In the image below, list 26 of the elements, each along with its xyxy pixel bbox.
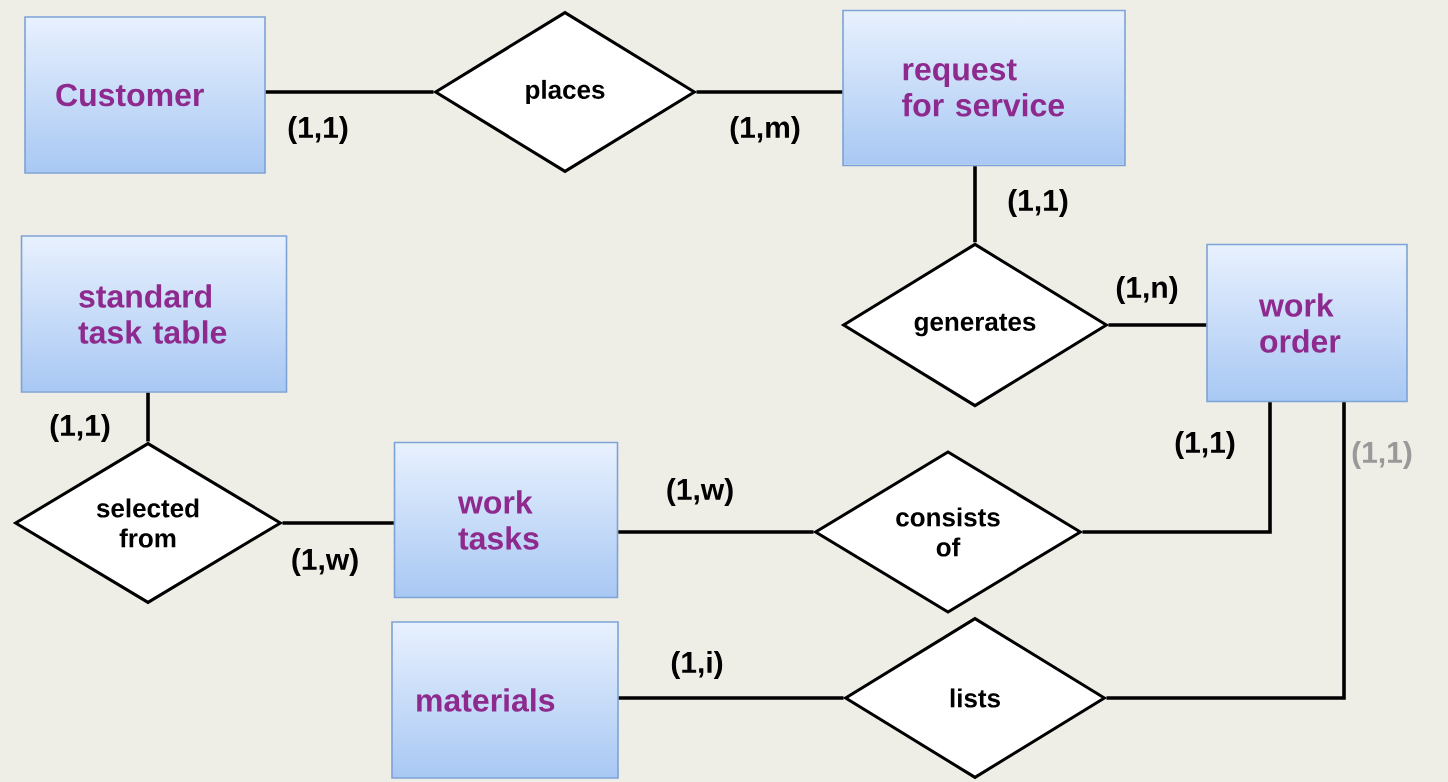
- cardinality-label: (1,1): [288, 116, 348, 144]
- connector-line: [1108, 323, 1207, 327]
- cardinality-label: (1,i): [671, 651, 723, 679]
- connector-line: [696, 90, 843, 94]
- connector-line: [973, 166, 977, 243]
- entity-box: request for service: [842, 9, 1126, 167]
- cardinality-label: (1,w): [667, 478, 733, 506]
- entity-box: standard task table: [20, 235, 288, 393]
- cardinality-label: (1,w): [292, 548, 358, 576]
- connector-line: [618, 696, 844, 700]
- entity-box: materials: [391, 621, 619, 779]
- connector-line: [1082, 402, 1272, 534]
- cardinality-label: (1,m): [730, 116, 800, 144]
- connector-line: [618, 530, 814, 534]
- connector-line: [282, 521, 394, 525]
- cardinality-label: (1,1): [1352, 441, 1412, 469]
- cardinality-label: (1,1): [1175, 431, 1235, 459]
- entity-box: Customer: [24, 16, 266, 174]
- entity-box: work tasks: [393, 441, 619, 599]
- connector-line: [146, 392, 150, 442]
- cardinality-label: (1,1): [1008, 189, 1068, 217]
- cardinality-label: (1,n): [1116, 276, 1178, 304]
- cardinality-label: (1,1): [50, 414, 110, 442]
- connector-line: [265, 90, 434, 94]
- entity-box: work order: [1206, 243, 1408, 403]
- connector-line: [1106, 402, 1346, 700]
